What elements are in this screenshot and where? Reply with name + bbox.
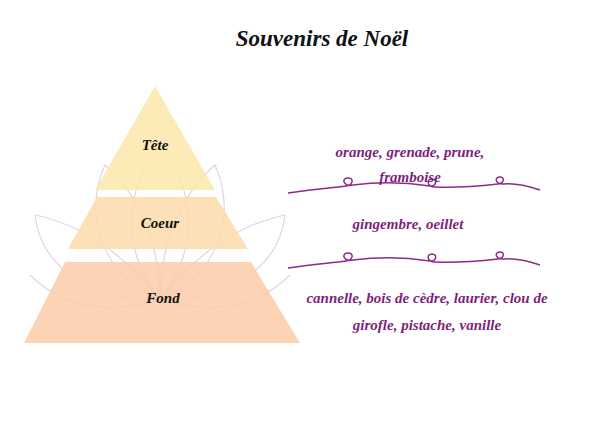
- note-list: cannelle, bois de cèdre, laurier, clou d…: [301, 285, 553, 339]
- band-fill: [24, 262, 300, 343]
- heart-band: Coeur: [68, 197, 248, 249]
- diagram-title: Souvenirs de Noël: [0, 26, 600, 52]
- note-list: orange, grenade, prune, framboise: [304, 140, 516, 190]
- band-label: Coeur: [141, 215, 179, 232]
- note-list: gingembre, oeillet: [298, 212, 518, 237]
- band-fill: [68, 197, 248, 249]
- band-fill: [95, 86, 215, 190]
- base-band: Fond: [24, 262, 300, 343]
- band-label: Tête: [142, 137, 169, 154]
- swirl-divider: [288, 177, 540, 268]
- band-label: Fond: [146, 290, 179, 307]
- top-band: Tête: [95, 86, 215, 190]
